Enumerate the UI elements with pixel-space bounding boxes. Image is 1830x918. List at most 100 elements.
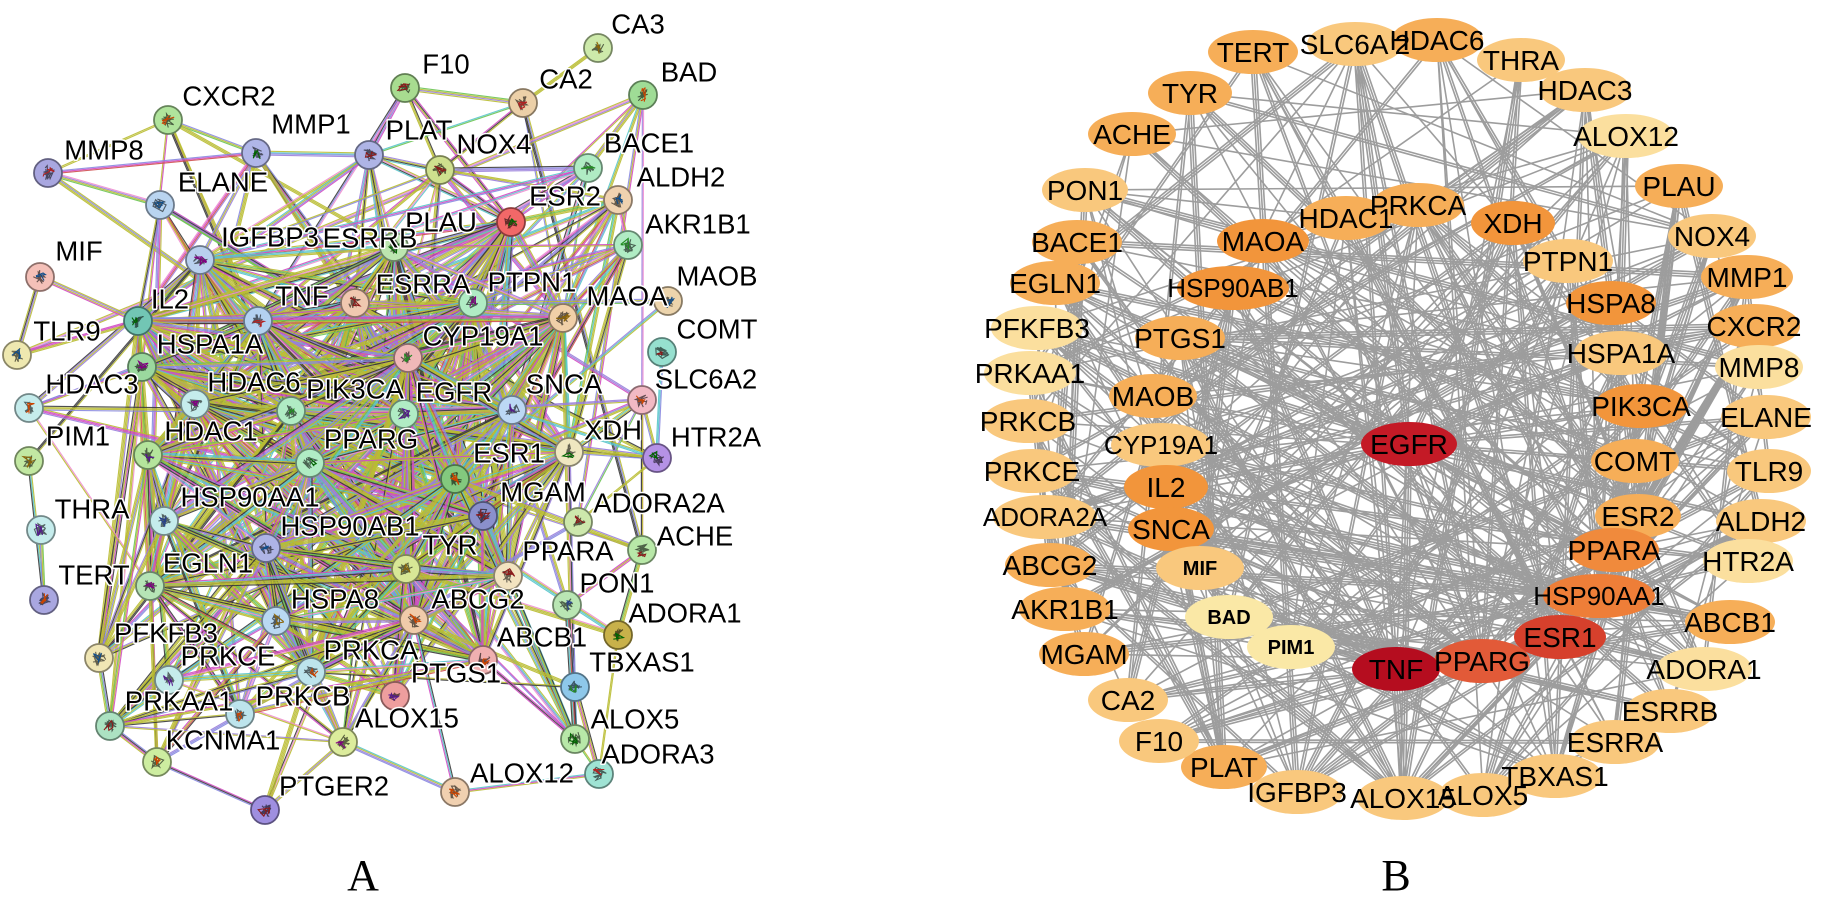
svg-text:CA3: CA3	[611, 9, 665, 40]
svg-text:KCNMA1: KCNMA1	[166, 725, 281, 756]
svg-text:MAOA: MAOA	[1222, 226, 1305, 257]
svg-text:PRKCE: PRKCE	[181, 641, 276, 672]
svg-text:ELANE: ELANE	[178, 167, 268, 198]
svg-text:IGFBP3: IGFBP3	[1247, 777, 1347, 808]
svg-text:ESR1: ESR1	[1523, 622, 1596, 653]
svg-text:BAD: BAD	[661, 57, 718, 88]
svg-text:MAOB: MAOB	[677, 261, 758, 292]
svg-text:CA2: CA2	[539, 64, 593, 95]
svg-text:ALOX5: ALOX5	[591, 704, 680, 735]
svg-text:CA2: CA2	[1101, 685, 1155, 716]
svg-text:ADORA1: ADORA1	[628, 598, 741, 629]
svg-text:PRKCA: PRKCA	[324, 635, 419, 666]
svg-text:PRKCE: PRKCE	[984, 456, 1080, 487]
svg-text:MGAM: MGAM	[1040, 639, 1127, 670]
svg-text:THRA: THRA	[55, 494, 131, 525]
svg-text:TNF: TNF	[1369, 654, 1423, 685]
svg-text:ALOX12: ALOX12	[470, 758, 574, 789]
svg-text:MMP8: MMP8	[1719, 352, 1800, 383]
svg-text:CYP19A1: CYP19A1	[1104, 430, 1218, 460]
svg-text:PON1: PON1	[1047, 175, 1123, 206]
svg-text:XDH: XDH	[1483, 208, 1542, 239]
svg-text:F10: F10	[422, 49, 469, 80]
svg-text:SLC6A 2: SLC6A 2	[1300, 29, 1411, 60]
svg-text:PTPN1: PTPN1	[1523, 246, 1613, 277]
svg-text:IL2: IL2	[151, 284, 189, 315]
svg-text:BACE1: BACE1	[604, 128, 694, 159]
svg-text:MMP1: MMP1	[1707, 262, 1788, 293]
svg-text:ADORA2A: ADORA2A	[983, 502, 1108, 532]
svg-text:TYR: TYR	[1162, 78, 1218, 109]
svg-text:TLR9: TLR9	[33, 316, 100, 347]
svg-text:PTGER2: PTGER2	[279, 771, 389, 802]
svg-text:ADORA1: ADORA1	[1646, 654, 1761, 685]
svg-text:TLR9: TLR9	[1735, 456, 1803, 487]
svg-text:EGLN1: EGLN1	[1009, 268, 1101, 299]
svg-text:PPARA: PPARA	[522, 536, 614, 567]
svg-text:ACHE: ACHE	[657, 521, 733, 552]
svg-text:CXCR2: CXCR2	[182, 81, 275, 112]
svg-text:HSPA8: HSPA8	[291, 584, 379, 615]
svg-text:ABCG2: ABCG2	[431, 584, 524, 615]
svg-text:EGFR: EGFR	[1370, 429, 1448, 460]
svg-text:PPARG: PPARG	[1434, 646, 1530, 677]
svg-text:TERT: TERT	[1217, 37, 1290, 68]
svg-text:HDAC1: HDAC1	[164, 416, 257, 447]
svg-text:SNCA: SNCA	[1132, 514, 1210, 545]
svg-text:COMT: COMT	[677, 314, 758, 345]
svg-text:TNF: TNF	[275, 281, 328, 312]
svg-text:F10: F10	[1135, 726, 1183, 757]
svg-text:PFKFB3: PFKFB3	[984, 313, 1090, 344]
svg-text:MMP1: MMP1	[271, 109, 350, 140]
svg-text:ABCB1: ABCB1	[497, 622, 587, 653]
svg-text:HDAC1: HDAC1	[1299, 203, 1394, 234]
svg-text:ESRRA: ESRRA	[376, 269, 471, 300]
svg-text:PTPN1: PTPN1	[488, 267, 577, 298]
svg-text:A: A	[347, 851, 379, 900]
svg-text:HSPA1A: HSPA1A	[1567, 338, 1676, 369]
svg-text:HSP90AA1: HSP90AA1	[180, 482, 319, 513]
svg-text:ALOX15: ALOX15	[1350, 783, 1456, 814]
svg-text:PRKCB: PRKCB	[980, 406, 1076, 437]
svg-text:SLC6A2: SLC6A2	[655, 364, 757, 395]
svg-text:TERT: TERT	[58, 560, 130, 591]
svg-text:PIK3CA: PIK3CA	[306, 374, 404, 405]
svg-text:MAOA: MAOA	[587, 281, 669, 312]
svg-text:HSPA8: HSPA8	[1566, 288, 1656, 319]
svg-text:BACE1: BACE1	[1031, 227, 1123, 258]
svg-text:ADORA2A: ADORA2A	[593, 488, 725, 519]
svg-text:ESR2: ESR2	[529, 181, 601, 212]
svg-text:COMT: COMT	[1594, 446, 1676, 477]
svg-text:PTGS1: PTGS1	[411, 658, 501, 689]
svg-text:PLAU: PLAU	[1642, 171, 1715, 202]
svg-text:B: B	[1381, 851, 1410, 900]
svg-text:ESR2: ESR2	[1601, 501, 1674, 532]
svg-text:PLAU: PLAU	[405, 207, 477, 238]
svg-text:HDAC3: HDAC3	[45, 369, 138, 400]
svg-text:ALOX15: ALOX15	[355, 703, 459, 734]
svg-text:MMP8: MMP8	[64, 135, 143, 166]
svg-text:IL2: IL2	[1147, 472, 1186, 503]
svg-text:PIM1: PIM1	[46, 421, 110, 452]
svg-text:PPARG: PPARG	[324, 424, 418, 455]
svg-text:ABCB1: ABCB1	[1684, 607, 1776, 638]
svg-text:PRKAA1: PRKAA1	[125, 686, 234, 717]
svg-text:THRA: THRA	[1483, 45, 1560, 76]
svg-text:ALDH2: ALDH2	[1716, 506, 1806, 537]
svg-text:TBXAS1: TBXAS1	[1501, 761, 1608, 792]
svg-text:CYP19A1: CYP19A1	[423, 321, 544, 352]
svg-text:XDH: XDH	[584, 415, 642, 446]
svg-text:ALDH2: ALDH2	[637, 162, 726, 193]
svg-text:IGFBP3: IGFBP3	[221, 222, 319, 253]
svg-text:MIF: MIF	[1183, 558, 1217, 580]
svg-text:TBXAS1: TBXAS1	[589, 647, 694, 678]
svg-text:HDAC6: HDAC6	[207, 367, 300, 398]
svg-text:HSPA1A: HSPA1A	[157, 329, 264, 360]
svg-text:SNCA: SNCA	[526, 369, 603, 400]
svg-text:PTGS1: PTGS1	[1134, 323, 1226, 354]
svg-text:MGAM: MGAM	[500, 477, 586, 508]
svg-text:PPARA: PPARA	[1568, 535, 1661, 566]
svg-text:HTR2A: HTR2A	[1702, 546, 1794, 577]
svg-text:HDAC6: HDAC6	[1390, 25, 1485, 56]
svg-text:HDAC3: HDAC3	[1538, 75, 1633, 106]
